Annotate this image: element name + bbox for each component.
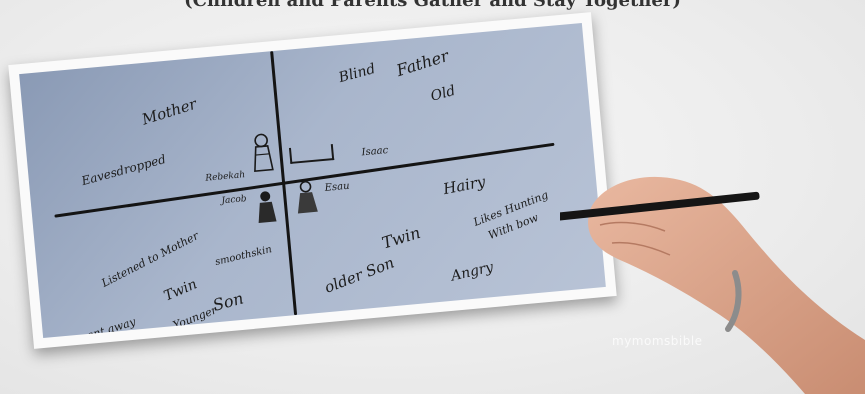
word-younger: Younger [171, 303, 219, 332]
caption: (Children and Parents Gather and Stay To… [0, 0, 865, 11]
esau-figure-icon [292, 180, 321, 216]
word-angry: Angry [450, 259, 495, 284]
whiteboard-grid: Mother Eavesdropped Rebekah Jacob Blind … [19, 23, 606, 338]
word-sent-away: sent away [80, 315, 137, 338]
word-eavesdropped: Eavesdropped [80, 152, 167, 188]
word-twin-esau: Twin [380, 223, 423, 253]
watermark: mymomsbible [612, 334, 703, 348]
index-card: Mother Eavesdropped Rebekah Jacob Blind … [8, 12, 616, 349]
word-rebekah: Rebekah [205, 170, 246, 184]
word-isaac: Isaac [361, 145, 388, 158]
word-blind: Blind [337, 61, 377, 86]
word-old: Old [429, 83, 457, 105]
bed-icon [289, 144, 334, 164]
word-father: Father [394, 46, 451, 80]
hand-with-pen [560, 165, 865, 394]
word-mother: Mother [140, 95, 199, 129]
word-twin-jacob: Twin [162, 276, 200, 304]
rebekah-figure-icon [247, 131, 277, 173]
word-older-son: older Son [322, 254, 397, 297]
word-jacob: Jacob [221, 194, 247, 206]
word-son-jacob: Son [211, 288, 246, 314]
word-smoothskin: smoothskin [214, 244, 273, 268]
jacob-figure-icon [253, 189, 280, 225]
word-esau: Esau [324, 181, 350, 194]
word-hairy: Hairy [442, 172, 487, 198]
